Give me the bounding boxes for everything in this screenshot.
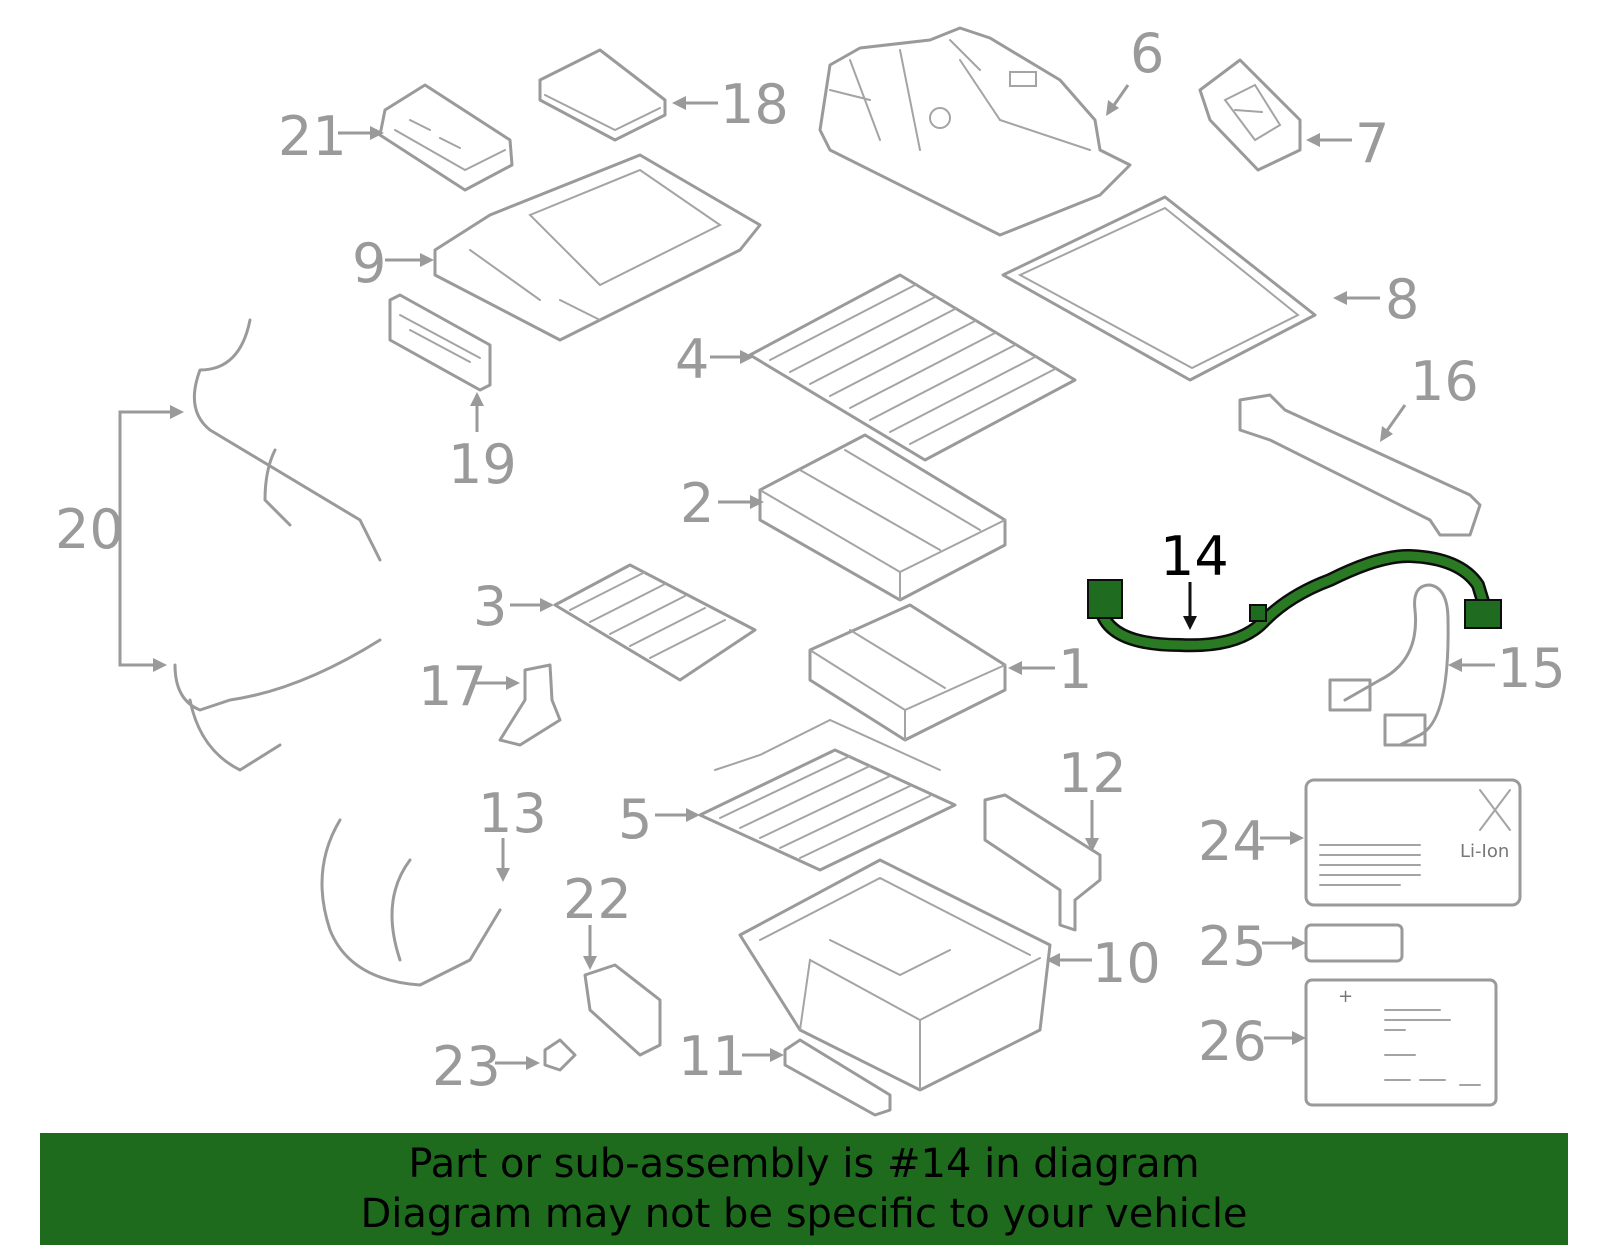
callout-9: 9 bbox=[352, 232, 386, 295]
part-6-battery-cover[interactable] bbox=[818, 26, 1132, 237]
part-4-cooling-plate[interactable] bbox=[748, 273, 1077, 462]
callout-19: 19 bbox=[448, 433, 517, 496]
callout-8: 8 bbox=[1385, 268, 1419, 331]
part-20-wiring-harness[interactable] bbox=[173, 318, 382, 772]
part-19-connector-block[interactable] bbox=[388, 293, 492, 392]
callout-14: 14 bbox=[1160, 525, 1229, 588]
part-17-bracket[interactable] bbox=[498, 663, 562, 747]
callout-5: 5 bbox=[618, 788, 652, 851]
part-13-wiring-harness[interactable] bbox=[320, 818, 502, 987]
banner-line-2: Diagram may not be specific to your vehi… bbox=[360, 1191, 1248, 1237]
part-26-info-label[interactable]: + bbox=[1304, 978, 1498, 1107]
callout-17: 17 bbox=[418, 655, 487, 718]
callout-4: 4 bbox=[675, 328, 709, 391]
callout-7: 7 bbox=[1355, 112, 1389, 175]
part-8-gasket[interactable] bbox=[1001, 195, 1317, 382]
part-25-warning-label[interactable] bbox=[1304, 923, 1404, 963]
callout-23: 23 bbox=[432, 1035, 501, 1098]
callout-22: 22 bbox=[563, 868, 632, 931]
part-24-warning-label[interactable]: Li-Ion bbox=[1304, 778, 1522, 907]
callout-26: 26 bbox=[1198, 1010, 1267, 1073]
callout-16: 16 bbox=[1410, 350, 1479, 413]
part-15-cable[interactable] bbox=[1328, 583, 1450, 747]
part-21-control-unit[interactable] bbox=[378, 83, 514, 192]
info-banner: Part or sub-assembly is #14 in diagram D… bbox=[40, 1133, 1568, 1245]
part-5-cooling-plate[interactable] bbox=[698, 718, 957, 872]
callout-18: 18 bbox=[720, 73, 789, 136]
callout-25: 25 bbox=[1198, 915, 1267, 978]
callout-11: 11 bbox=[678, 1025, 747, 1088]
banner-line-1: Part or sub-assembly is #14 in diagram bbox=[408, 1141, 1200, 1187]
callout-12: 12 bbox=[1058, 742, 1127, 805]
part-22-connector[interactable] bbox=[583, 963, 662, 1057]
callout-24: 24 bbox=[1198, 810, 1267, 873]
part-10-battery-tray[interactable] bbox=[738, 858, 1052, 1092]
callout-3: 3 bbox=[473, 575, 507, 638]
part-9-plate[interactable] bbox=[433, 153, 762, 342]
callout-1: 1 bbox=[1058, 638, 1092, 701]
part-2-battery-module[interactable] bbox=[758, 433, 1007, 602]
callout-2: 2 bbox=[680, 472, 714, 535]
part-14-highlighted-cable[interactable] bbox=[1087, 548, 1502, 653]
plus-text: + bbox=[1338, 986, 1353, 1007]
part-23-plug[interactable] bbox=[543, 1038, 577, 1072]
part-3-cooling-rails[interactable] bbox=[553, 563, 757, 682]
part-11-bracket[interactable] bbox=[783, 1038, 892, 1117]
callout-20: 20 bbox=[55, 498, 124, 561]
part-1-battery-module[interactable] bbox=[808, 603, 1007, 742]
callout-21: 21 bbox=[278, 105, 347, 168]
callout-15: 15 bbox=[1497, 637, 1566, 700]
li-ion-text: Li-Ion bbox=[1460, 841, 1509, 862]
part-18-control-unit[interactable] bbox=[538, 48, 667, 142]
part-16-busbar[interactable] bbox=[1238, 393, 1482, 537]
callout-6: 6 bbox=[1130, 22, 1164, 85]
parts-diagram: Li-Ion + 1 2 3 4 5 6 7 8 9 10 11 bbox=[55, 22, 1566, 1117]
callout-10: 10 bbox=[1092, 932, 1161, 995]
part-7-module[interactable] bbox=[1198, 58, 1302, 172]
callout-13: 13 bbox=[478, 782, 547, 845]
part-12-bracket[interactable] bbox=[983, 793, 1102, 932]
